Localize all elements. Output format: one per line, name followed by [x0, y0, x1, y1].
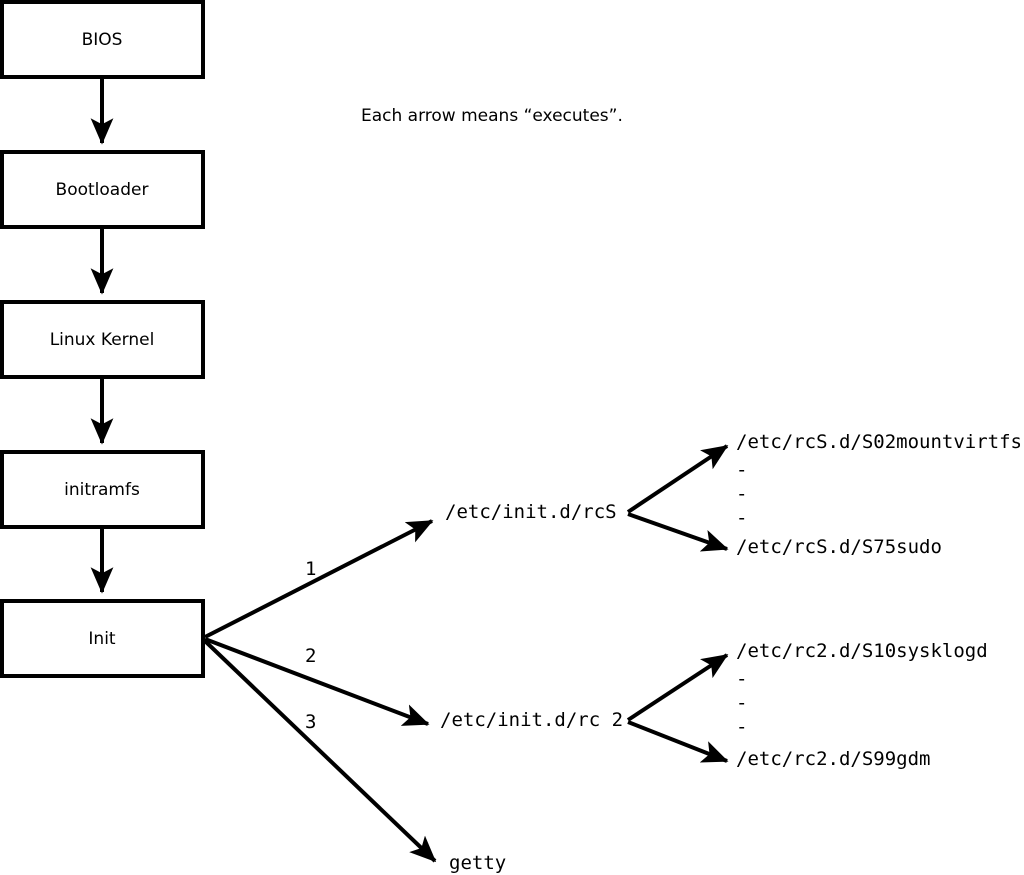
node-bios[interactable]: BIOS [0, 0, 205, 79]
getty-group: getty [449, 852, 506, 874]
rc2-subtree-group: /etc/init.d/rc 2 /etc/rc2.d/S10sysklogd … [440, 640, 988, 770]
rcS-ellipsis-dash-1: - [736, 459, 747, 481]
branch-number-1: 1 [305, 558, 316, 580]
arrow-rc2-to-first [626, 653, 729, 722]
node-init[interactable]: Init [0, 599, 205, 678]
node-init-label: Init [88, 629, 116, 649]
arrow-init-branch-2 [204, 637, 430, 726]
rc2-ellipsis-dash-1: - [736, 668, 747, 690]
rcS-ellipsis-dash-2: - [736, 483, 747, 505]
node-bios-rect [0, 0, 205, 79]
node-init-rect [0, 599, 205, 678]
rcs-subtree-group: /etc/init.d/rcS /etc/rcS.d/S02mountvirtf… [445, 431, 1022, 558]
label-rc2-first-script[interactable]: /etc/rc2.d/S10sysklogd [736, 640, 988, 662]
node-bios-label: BIOS [82, 30, 123, 50]
node-initramfs-rect [0, 450, 205, 529]
node-initramfs-label: initramfs [64, 480, 140, 500]
label-etc-init-d-rc-2[interactable]: /etc/init.d/rc 2 [440, 709, 623, 731]
boot-chain-group: BIOS Bootloader Linux Kernel initramfs I… [0, 0, 205, 678]
label-rcS-last-script[interactable]: /etc/rcS.d/S75sudo [736, 536, 942, 558]
node-bootloader-label: Bootloader [56, 180, 149, 200]
label-getty[interactable]: getty [449, 852, 506, 874]
node-linux-kernel-label: Linux Kernel [50, 330, 155, 350]
node-bootloader[interactable]: Bootloader [0, 150, 205, 229]
rc2-ellipsis-dash-3: - [736, 716, 747, 738]
branch-number-3: 3 [305, 711, 316, 733]
arrow-init-branch-3 [203, 639, 437, 863]
arrow-init-branch-1 [204, 519, 434, 639]
arrow-rcS-to-first [626, 444, 729, 514]
arrow-rcS-to-last [627, 512, 729, 552]
node-linux-kernel-rect [0, 300, 205, 379]
diagram-note: Each arrow means “executes”. [361, 106, 623, 126]
rc2-ellipsis-dash-2: - [736, 692, 747, 714]
init-fanout-group: 1 2 3 [203, 519, 437, 863]
node-initramfs[interactable]: initramfs [0, 450, 205, 529]
label-rc2-last-script[interactable]: /etc/rc2.d/S99gdm [736, 748, 930, 770]
label-rcS-first-script[interactable]: /etc/rcS.d/S02mountvirtfs [736, 431, 1022, 453]
rcS-ellipsis-dash-3: - [736, 507, 747, 529]
label-etc-init-d-rcS[interactable]: /etc/init.d/rcS [445, 501, 617, 523]
branch-number-2: 2 [305, 645, 316, 667]
node-linux-kernel[interactable]: Linux Kernel [0, 300, 205, 379]
arrow-rc2-to-last [627, 720, 729, 763]
